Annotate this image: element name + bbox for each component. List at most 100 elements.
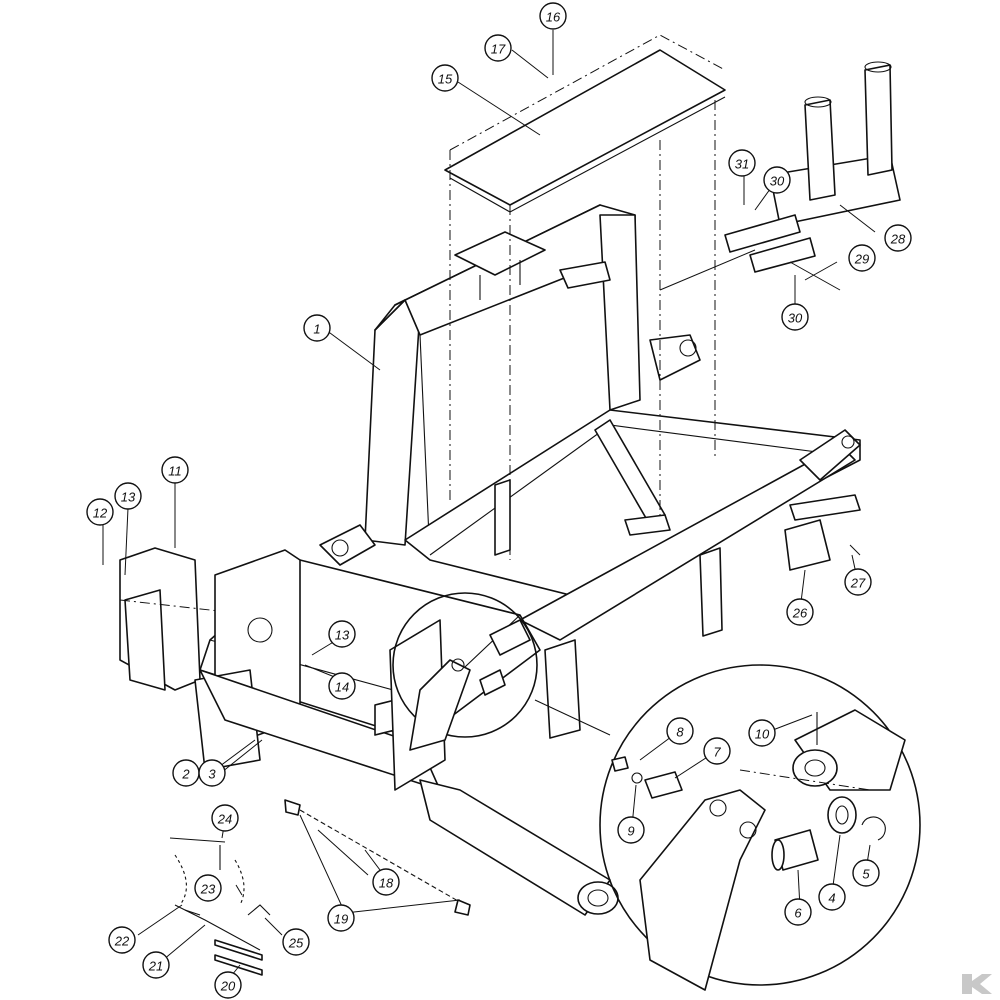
callout-c16: 16 [539, 2, 567, 30]
callout-c13b: 13 [328, 620, 356, 648]
callout-c25: 25 [282, 928, 310, 956]
callout-circle [303, 314, 331, 342]
callout-c30b: 30 [781, 303, 809, 331]
callout-label: 9 [627, 824, 634, 839]
callout-circle [852, 859, 880, 887]
callout-label: 14 [335, 680, 349, 695]
callout-circle [211, 804, 239, 832]
callout-label: 16 [546, 10, 561, 25]
main-frame [199, 204, 861, 741]
callout-circle [666, 717, 694, 745]
callout-circle [748, 719, 776, 747]
callout-label: 21 [148, 959, 163, 974]
callout-label: 22 [114, 934, 130, 949]
callout-circle [328, 672, 356, 700]
callout-label: 11 [168, 464, 182, 479]
callout-label: 15 [438, 72, 453, 87]
clamp-parts [784, 494, 861, 571]
callout-label: 29 [854, 252, 869, 267]
callout-c5: 5 [852, 859, 880, 887]
callout-circle [282, 928, 310, 956]
callout-label: 3 [208, 767, 216, 782]
detail-circle-large [534, 664, 921, 991]
callout-c10: 10 [748, 719, 776, 747]
callout-circle [114, 482, 142, 510]
callout-circle [884, 224, 912, 252]
callout-label: 13 [335, 628, 350, 643]
callout-c12: 12 [86, 498, 114, 526]
callout-label: 31 [735, 157, 749, 172]
callout-c11: 11 [161, 456, 189, 484]
callout-circle [328, 620, 356, 648]
brand-logo-icon [962, 974, 992, 994]
callout-label: 24 [217, 812, 232, 827]
callout-label: 28 [890, 232, 906, 247]
callout-label: 30 [788, 311, 803, 326]
top-cover-plate [444, 34, 726, 560]
callout-circle [786, 598, 814, 626]
callout-circle [703, 737, 731, 765]
callout-circle [198, 759, 226, 787]
callout-label: 10 [755, 727, 770, 742]
callout-circle [818, 883, 846, 911]
callout-c20: 20 [214, 971, 242, 999]
callout-label: 8 [676, 725, 684, 740]
callout-circle [728, 149, 756, 177]
callout-c19: 19 [327, 904, 355, 932]
callout-c3: 3 [198, 759, 226, 787]
callout-c31: 31 [728, 149, 756, 177]
callout-circle [431, 64, 459, 92]
callout-c2: 2 [172, 759, 200, 787]
callout-label: 2 [181, 767, 190, 782]
callout-c26: 26 [786, 598, 814, 626]
callout-label: 1 [313, 322, 320, 337]
callout-label: 12 [93, 506, 108, 521]
callout-label: 23 [200, 882, 216, 897]
callout-label: 30 [770, 174, 785, 189]
callout-circle [108, 926, 136, 954]
callout-circle [539, 2, 567, 30]
callout-label: 25 [288, 936, 304, 951]
callout-c6: 6 [784, 898, 812, 926]
callout-c9: 9 [617, 816, 645, 844]
pin-assembly [169, 837, 271, 976]
callout-circle [86, 498, 114, 526]
callout-circle [763, 166, 791, 194]
callout-label: 7 [713, 745, 721, 760]
callout-circle [372, 868, 400, 896]
callout-circle [161, 456, 189, 484]
callout-c18: 18 [372, 868, 400, 896]
callout-c14: 14 [328, 672, 356, 700]
callout-c24: 24 [211, 804, 239, 832]
callout-c1: 1 [303, 314, 331, 342]
callout-c22: 22 [108, 926, 136, 954]
callout-c8: 8 [666, 717, 694, 745]
side-bracket [119, 547, 301, 691]
callout-circle [142, 951, 170, 979]
callout-c28: 28 [884, 224, 912, 252]
callout-c21: 21 [142, 951, 170, 979]
callout-label: 19 [334, 912, 348, 927]
callout-circle [784, 898, 812, 926]
pipe-bracket [659, 61, 901, 291]
callout-c7: 7 [703, 737, 731, 765]
callout-circle [844, 568, 872, 596]
callout-circle [214, 971, 242, 999]
callout-c15: 15 [431, 64, 459, 92]
callout-label: 5 [862, 867, 870, 882]
callout-c4: 4 [818, 883, 846, 911]
callout-label: 13 [121, 490, 136, 505]
callout-circle [848, 244, 876, 272]
callout-label: 20 [220, 979, 236, 994]
detail-circle-small [392, 592, 538, 751]
callout-c17: 17 [484, 34, 512, 62]
callout-c29: 29 [848, 244, 876, 272]
callout-label: 17 [491, 42, 506, 57]
callout-label: 4 [828, 891, 835, 906]
callout-c13a: 13 [114, 482, 142, 510]
chain [284, 799, 471, 916]
callout-c23: 23 [194, 874, 222, 902]
callout-label: 6 [794, 906, 802, 921]
